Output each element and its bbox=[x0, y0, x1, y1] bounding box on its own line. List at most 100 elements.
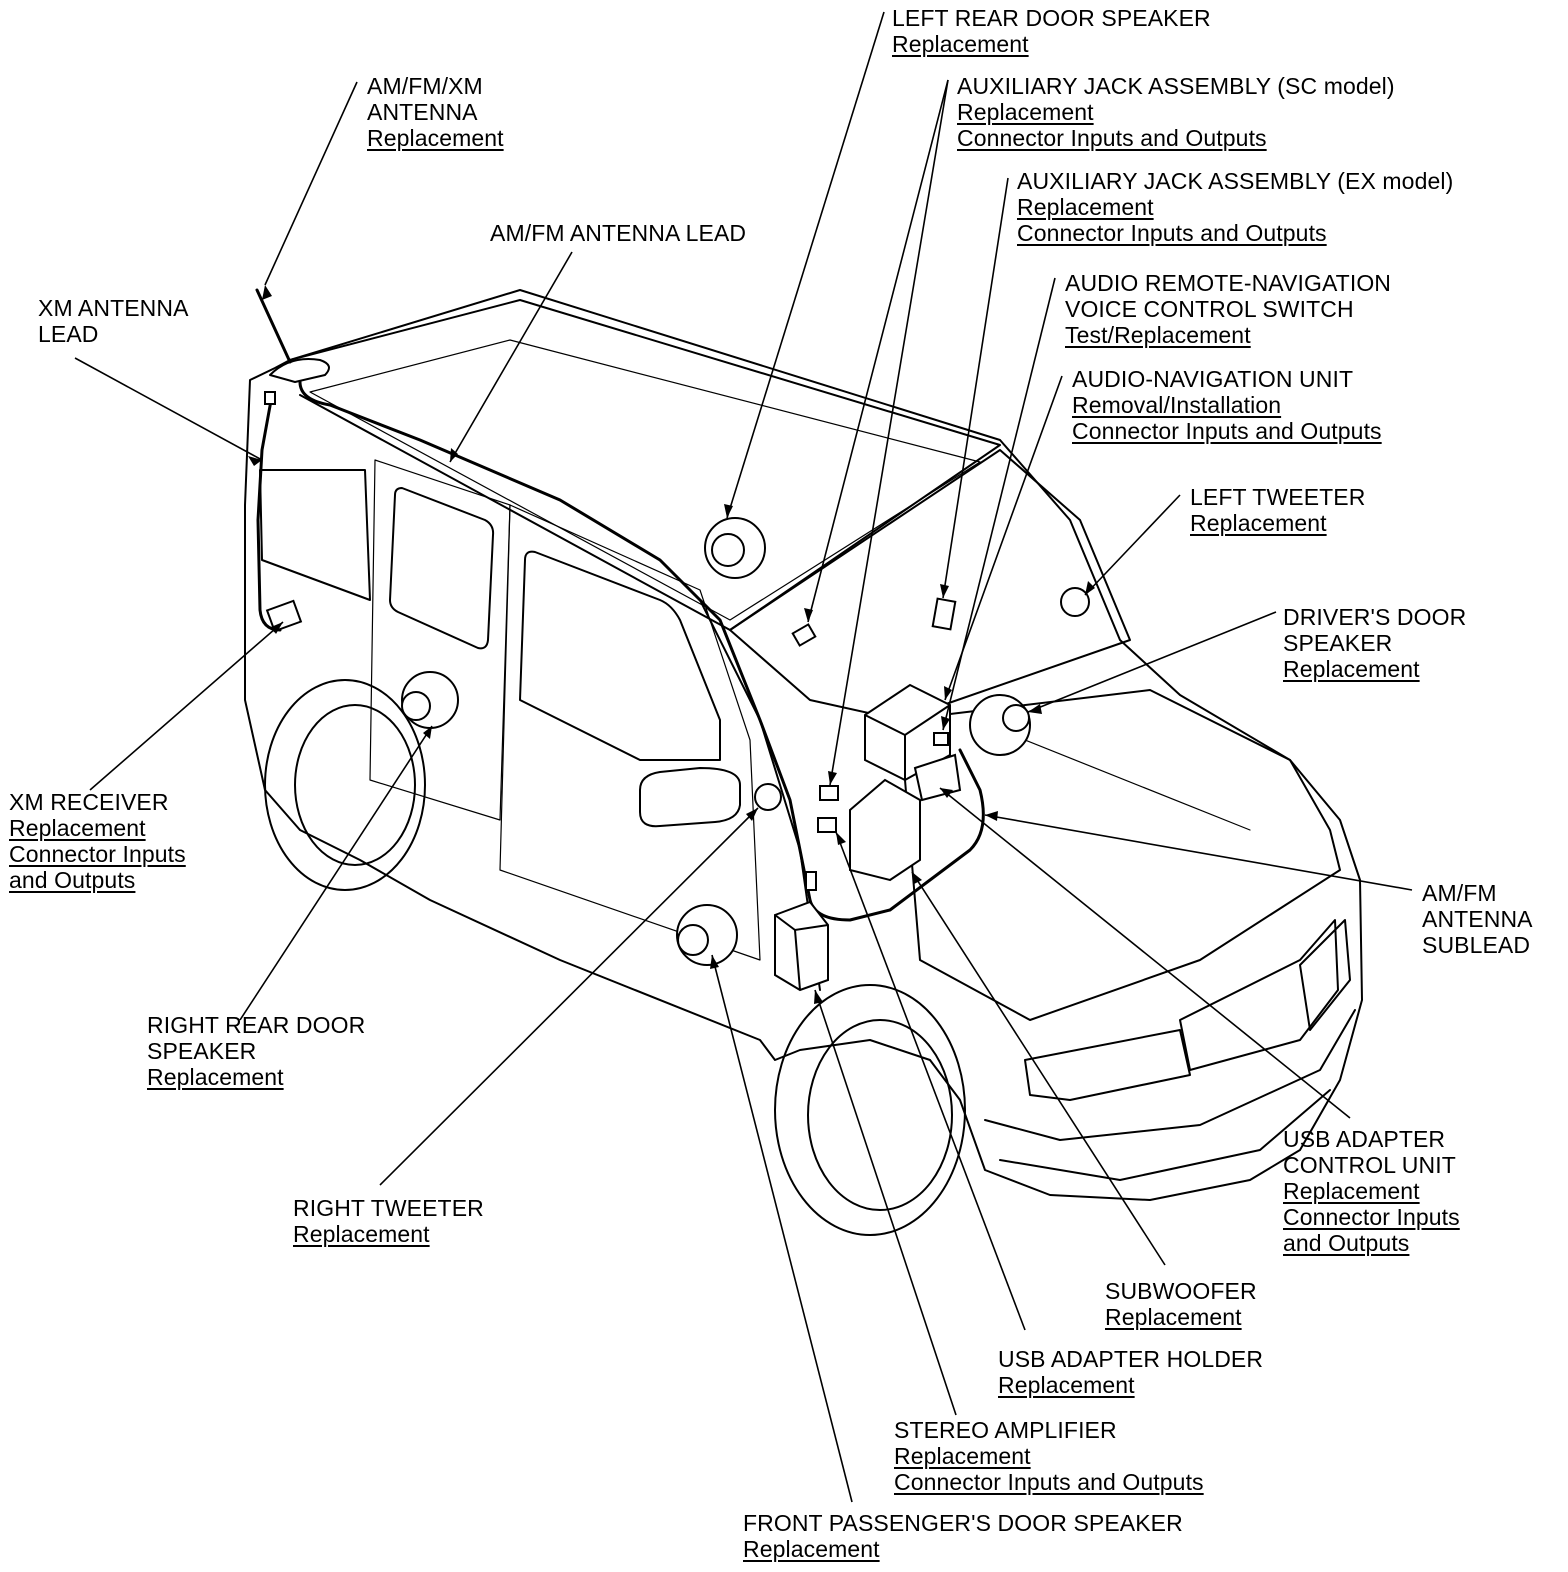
callout-title: FRONT PASSENGER'S DOOR SPEAKER bbox=[743, 1510, 1183, 1536]
front-passenger-door-speaker-icon bbox=[676, 904, 738, 966]
callout-title: ANTENNA bbox=[1422, 906, 1533, 932]
usb-adapter-control-unit-icon bbox=[913, 753, 962, 802]
callout-drivers-door-speaker: DRIVER'S DOOR SPEAKER Replacement bbox=[1283, 604, 1466, 682]
arrow-heads bbox=[248, 285, 1095, 1004]
callout-title: SUBWOOFER bbox=[1105, 1278, 1257, 1304]
front-door bbox=[499, 504, 761, 961]
replacement-link[interactable]: Replacement bbox=[998, 1372, 1135, 1398]
leader-left-tweeter bbox=[1084, 494, 1181, 596]
callout-am-fm-antenna-lead: AM/FM ANTENNA LEAD bbox=[490, 220, 746, 246]
xm-antenna-connector bbox=[264, 391, 276, 405]
leader-front-passenger-door-speaker bbox=[711, 954, 853, 1503]
callout-title: RIGHT REAR DOOR bbox=[147, 1012, 366, 1038]
replacement-link[interactable]: Replacement bbox=[367, 125, 504, 151]
front-side-window bbox=[519, 550, 721, 761]
replacement-link[interactable]: Replacement bbox=[1105, 1304, 1242, 1330]
callout-title: LEFT REAR DOOR SPEAKER bbox=[892, 5, 1211, 31]
callout-am-fm-xm-antenna: AM/FM/XM ANTENNA Replacement bbox=[367, 73, 504, 151]
callout-audio-remote-switch: AUDIO REMOTE-NAVIGATION VOICE CONTROL SW… bbox=[1065, 270, 1391, 348]
callout-title: ANTENNA bbox=[367, 99, 478, 125]
leader-subwoofer bbox=[911, 871, 1166, 1266]
leader-aux-jack-sc-2 bbox=[829, 79, 949, 786]
replacement-link[interactable]: Replacement bbox=[147, 1064, 284, 1090]
replacement-link[interactable]: Replacement bbox=[894, 1443, 1031, 1469]
hood bbox=[899, 689, 1341, 1021]
leader-aux-jack-sc bbox=[807, 79, 949, 623]
replacement-link[interactable]: Replacement bbox=[9, 815, 146, 841]
leader-am-fm-xm-antenna bbox=[264, 81, 358, 286]
replacement-link[interactable]: Replacement bbox=[293, 1221, 430, 1247]
headlight bbox=[1024, 1029, 1191, 1101]
callout-title: SPEAKER bbox=[1283, 630, 1393, 656]
callout-title: LEAD bbox=[38, 321, 99, 347]
callout-title: STEREO AMPLIFIER bbox=[894, 1417, 1117, 1443]
replacement-link[interactable]: Replacement bbox=[1283, 656, 1420, 682]
replacement-link[interactable]: Replacement bbox=[892, 31, 1029, 57]
callout-title: DRIVER'S DOOR bbox=[1283, 604, 1467, 630]
connector-io-link[interactable]: Connector Inputs and Outputs bbox=[894, 1469, 1204, 1495]
connector-io-link[interactable]: Connector Inputs bbox=[1283, 1204, 1460, 1230]
callout-title: USB ADAPTER bbox=[1283, 1126, 1446, 1152]
callout-title: XM ANTENNA bbox=[38, 295, 189, 321]
callout-title: SUBLEAD bbox=[1422, 932, 1531, 958]
replacement-link[interactable]: Replacement bbox=[1017, 194, 1154, 220]
front-wheel bbox=[807, 1019, 953, 1211]
leader-audio-remote-switch bbox=[942, 277, 1056, 731]
callout-aux-jack-ex: AUXILIARY JACK ASSEMBLY (EX model) Repla… bbox=[1017, 168, 1453, 246]
leader-usb-control-unit bbox=[939, 787, 1351, 1119]
callout-aux-jack-sc: AUXILIARY JACK ASSEMBLY (SC model) Repla… bbox=[957, 73, 1395, 151]
sublead-connector-icon bbox=[805, 871, 817, 891]
audio-navigation-unit-icon bbox=[864, 683, 951, 782]
callout-title: CONTROL UNIT bbox=[1283, 1152, 1456, 1178]
callout-title: XM RECEIVER bbox=[9, 789, 169, 815]
left-rear-door-speaker-icon bbox=[704, 517, 766, 579]
connector-io-link-cont[interactable]: and Outputs bbox=[1283, 1230, 1410, 1256]
callout-audio-nav-unit: AUDIO-NAVIGATION UNIT Removal/Installati… bbox=[1072, 366, 1382, 444]
antenna-mast bbox=[255, 288, 292, 364]
antenna-base bbox=[269, 358, 330, 383]
replacement-link[interactable]: Replacement bbox=[957, 99, 1094, 125]
connector-io-link[interactable]: Connector Inputs and Outputs bbox=[1072, 418, 1382, 444]
headlight-right bbox=[1299, 919, 1351, 1031]
callout-title: AUDIO REMOTE-NAVIGATION bbox=[1065, 270, 1392, 296]
aux-jack-ex-icon bbox=[931, 597, 957, 631]
connector-io-link[interactable]: Connector Inputs and Outputs bbox=[957, 125, 1267, 151]
test-replacement-link[interactable]: Test/Replacement bbox=[1065, 322, 1251, 348]
leader-stereo-amplifier bbox=[814, 989, 957, 1416]
rear-side-window bbox=[389, 487, 495, 650]
removal-installation-link[interactable]: Removal/Installation bbox=[1072, 392, 1282, 418]
callout-title: RIGHT TWEETER bbox=[293, 1195, 484, 1221]
callout-title: SPEAKER bbox=[147, 1038, 257, 1064]
callout-xm-antenna-lead: XM ANTENNA LEAD bbox=[38, 295, 189, 347]
connector-io-link[interactable]: Connector Inputs bbox=[9, 841, 186, 867]
subwoofer-icon bbox=[849, 778, 921, 882]
leader-audio-nav-unit bbox=[944, 375, 1063, 701]
right-tweeter-icon bbox=[754, 783, 782, 811]
front-wheel-arch bbox=[774, 984, 966, 1236]
callout-title: AUXILIARY JACK ASSEMBLY (EX model) bbox=[1017, 168, 1454, 194]
leader-am-fm-antenna-lead bbox=[449, 251, 573, 463]
connector-io-link-cont[interactable]: and Outputs bbox=[9, 867, 136, 893]
callout-title: AM/FM ANTENNA LEAD bbox=[490, 220, 747, 246]
xm-receiver-box bbox=[265, 599, 303, 633]
left-tweeter-icon bbox=[1060, 587, 1090, 617]
callout-title: AM/FM bbox=[1422, 880, 1497, 906]
callout-title: USB ADAPTER HOLDER bbox=[998, 1346, 1264, 1372]
callout-title: AM/FM/XM bbox=[367, 73, 483, 99]
rear-door bbox=[369, 459, 511, 821]
audio-remote-switch-icon bbox=[933, 732, 949, 746]
roof-panel bbox=[309, 339, 981, 621]
leader-right-tweeter bbox=[379, 807, 759, 1186]
rear-wheel-arch bbox=[264, 679, 426, 891]
hood-crease bbox=[999, 729, 1251, 831]
replacement-link[interactable]: Replacement bbox=[1283, 1178, 1420, 1204]
callout-am-fm-antenna-sublead: AM/FM ANTENNA SUBLEAD bbox=[1422, 880, 1533, 958]
right-rear-door-speaker-icon bbox=[401, 671, 459, 729]
replacement-link[interactable]: Replacement bbox=[743, 1536, 880, 1562]
connector-io-link[interactable]: Connector Inputs and Outputs bbox=[1017, 220, 1327, 246]
leader-left-rear-door-speaker bbox=[726, 11, 885, 519]
replacement-link[interactable]: Replacement bbox=[1190, 510, 1327, 536]
leader-xm-antenna-lead bbox=[74, 357, 263, 461]
leader-xm-receiver bbox=[89, 621, 284, 791]
